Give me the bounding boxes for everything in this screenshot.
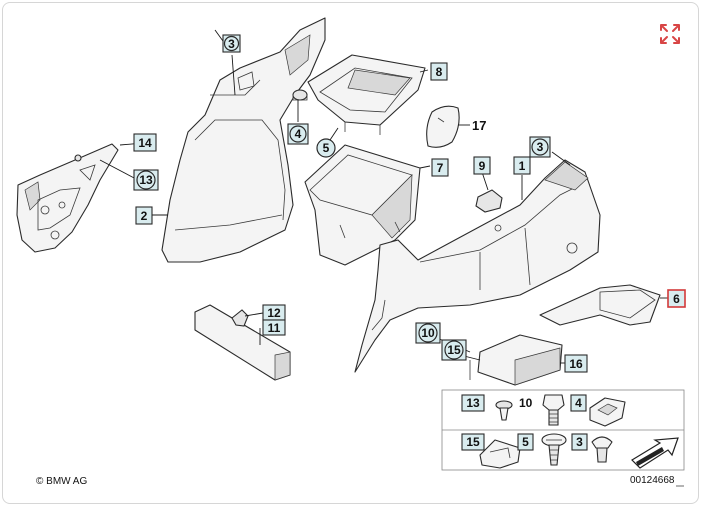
svg-text:2: 2 <box>141 209 148 223</box>
label-14: 14 <box>133 133 157 152</box>
svg-text:8: 8 <box>436 65 443 79</box>
svg-text:3: 3 <box>576 435 583 449</box>
label-13-top: 13 <box>133 169 159 191</box>
label-12: 12 <box>262 304 286 321</box>
legend-label-5: 5 <box>517 433 534 451</box>
fastener-3-push-pin <box>591 436 613 463</box>
label-10: 10 <box>415 322 441 344</box>
label-9: 9 <box>473 156 491 175</box>
label-4-clip: 4 <box>287 123 309 145</box>
svg-text:15: 15 <box>466 435 480 449</box>
label-1: 1 <box>513 156 531 175</box>
part-1-main-trim <box>354 159 601 373</box>
svg-text:12: 12 <box>267 306 281 320</box>
label-3-right: 3 <box>529 136 551 158</box>
svg-text:3: 3 <box>228 37 235 51</box>
label-2: 2 <box>135 206 153 225</box>
part-17-cover <box>426 105 460 148</box>
label-16: 16 <box>564 354 588 373</box>
part-4-clip <box>292 89 308 101</box>
part-2-side-trim <box>161 17 326 263</box>
svg-text:6: 6 <box>673 292 680 306</box>
svg-text:3: 3 <box>537 140 544 154</box>
legend-label-4: 4 <box>570 394 587 412</box>
label-7: 7 <box>431 158 449 177</box>
fastener-10-bolt <box>542 394 565 426</box>
svg-text:15: 15 <box>447 343 461 357</box>
legend-label-13: 13 <box>461 394 485 412</box>
part-6-tray <box>539 284 661 326</box>
svg-text:5: 5 <box>522 435 529 449</box>
label-8: 8 <box>430 62 448 81</box>
svg-text:10: 10 <box>519 396 533 410</box>
svg-text:17: 17 <box>472 118 486 133</box>
part-16-pad <box>469 334 563 386</box>
part-8-tray <box>307 54 426 135</box>
legend-label-3: 3 <box>571 433 588 451</box>
svg-text:13: 13 <box>466 396 480 410</box>
svg-text:4: 4 <box>295 127 302 141</box>
label-3-top: 3 <box>222 34 241 53</box>
label-17: 17 <box>472 118 486 133</box>
svg-text:4: 4 <box>575 396 582 410</box>
expand-arrows-icon[interactable] <box>658 22 682 46</box>
svg-text:10: 10 <box>421 326 435 340</box>
fastener-5-screw <box>541 433 567 466</box>
part-12-clip <box>231 309 249 327</box>
label-15: 15 <box>441 339 467 361</box>
label-11: 11 <box>262 319 286 336</box>
part-9-clip <box>475 189 503 213</box>
legend-label-15: 15 <box>461 433 485 451</box>
svg-text:16: 16 <box>569 357 583 371</box>
diagram-number: 00124668 <box>630 475 675 486</box>
svg-text:1: 1 <box>519 159 526 173</box>
label-5: 5 <box>316 138 336 158</box>
svg-text:5: 5 <box>323 141 330 155</box>
copyright-text: © BMW AG <box>36 476 87 487</box>
svg-text:9: 9 <box>479 159 486 173</box>
part-11-strip <box>194 304 291 381</box>
fastener-15-spring-clip <box>479 439 521 469</box>
svg-text:13: 13 <box>139 173 153 187</box>
svg-text:14: 14 <box>138 136 152 150</box>
fastener-13-rivet <box>495 400 513 421</box>
fastener-4-clip <box>589 397 626 427</box>
svg-text:7: 7 <box>437 161 444 175</box>
forward-arrow-icon <box>631 437 679 469</box>
label-6-highlighted[interactable]: 6 <box>667 289 686 308</box>
part-7-storage-box <box>304 144 421 266</box>
part-14-bracket <box>16 143 119 253</box>
legend-label-10: 10 <box>519 396 533 410</box>
svg-text:11: 11 <box>268 321 281 335</box>
